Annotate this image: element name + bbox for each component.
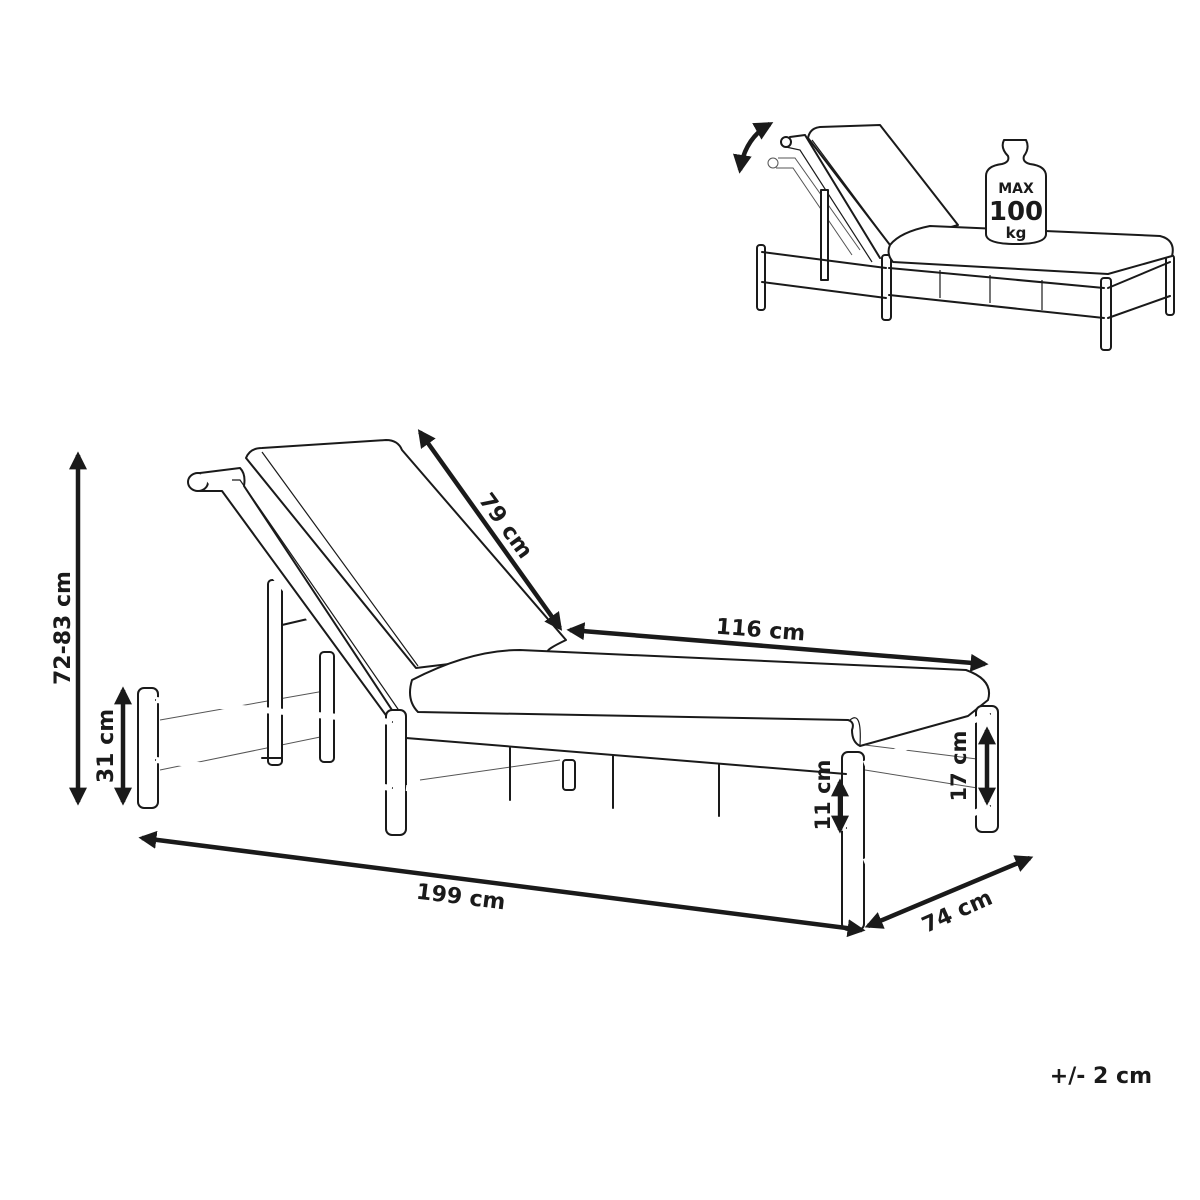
inset-seat-cushion (887, 225, 1174, 275)
badge-max-text: MAX (998, 181, 1034, 197)
inset-alt-backrest (767, 157, 861, 256)
badge-unit-text: kg (1006, 224, 1027, 242)
badge-weight-value: 100 (989, 197, 1043, 227)
max-weight-badge: MAX 100 kg (985, 139, 1047, 245)
dim-width: 74 cm (864, 855, 1034, 939)
label-frame-height: 31 cm (94, 709, 119, 783)
inset-backrest (780, 124, 959, 263)
dim-frame-height: 31 cm (94, 686, 132, 806)
dim-ground-clearance: 11 cm (811, 760, 849, 834)
lounger-rear-frame (159, 579, 991, 791)
dim-seat-length: 116 cm (566, 615, 989, 672)
inset-frame (756, 189, 1175, 351)
recline-adjust-arrow-icon (733, 122, 774, 174)
label-width: 74 cm (918, 886, 996, 939)
dim-side-rail-height: 17 cm (947, 726, 996, 806)
label-side-rail-height: 17 cm (947, 731, 971, 802)
dim-total-height: 72-83 cm (51, 451, 87, 806)
label-ground-clearance: 11 cm (811, 760, 835, 831)
dim-total-length: 199 cm (138, 830, 866, 938)
tolerance-note: +/- 2 cm (1049, 1064, 1152, 1089)
lounger-seat-cushion (409, 649, 990, 747)
label-total-height: 72-83 cm (51, 571, 76, 685)
